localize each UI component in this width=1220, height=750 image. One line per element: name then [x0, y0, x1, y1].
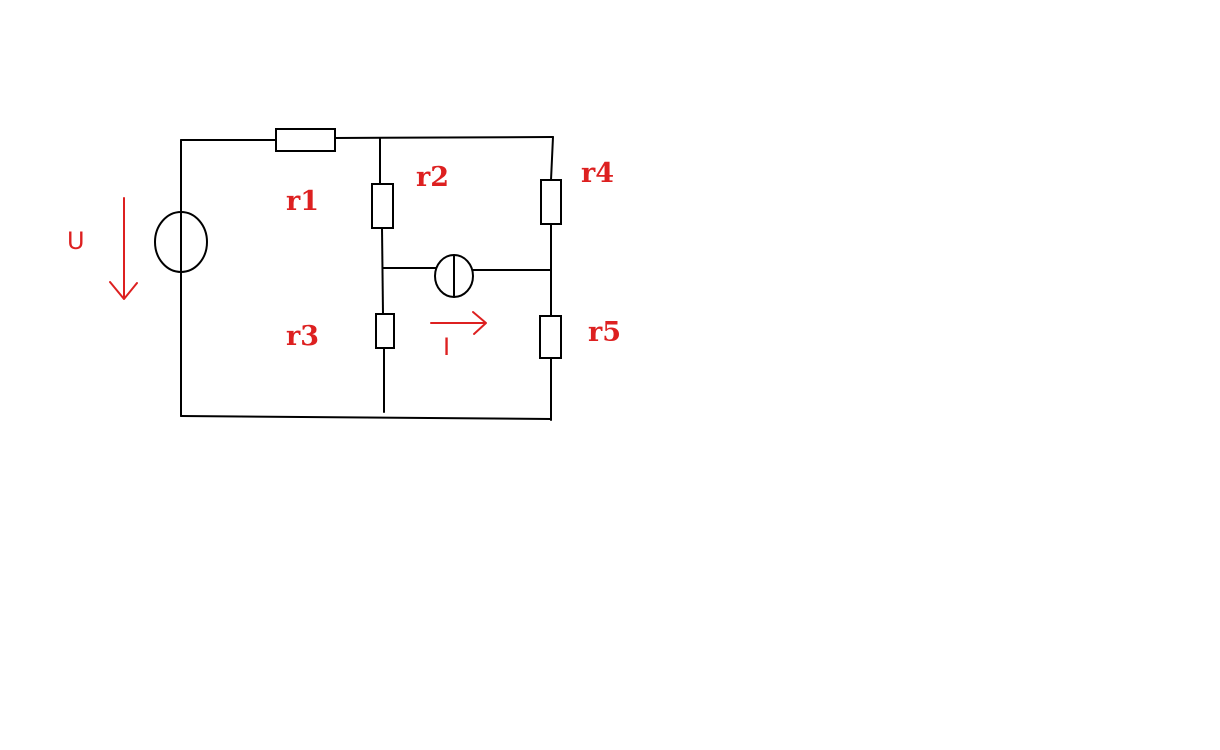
resistor-r1 [275, 128, 336, 152]
label-r2: r2 [416, 162, 449, 193]
voltage-arrow-head [109, 281, 138, 300]
label-r5: r5 [588, 317, 621, 348]
resistor-r5 [539, 315, 562, 359]
current-arrow [430, 311, 487, 335]
resistor-r3 [375, 313, 395, 349]
wire-mid-node [381, 227, 384, 315]
current-arrow-head [472, 311, 487, 335]
label-voltage: U [67, 227, 85, 255]
label-r1: r1 [286, 186, 319, 217]
label-r3: r3 [286, 321, 319, 352]
resistor-r2 [371, 183, 394, 229]
resistor-r4 [540, 179, 562, 225]
label-r4: r4 [581, 158, 614, 189]
voltage-source [154, 211, 208, 273]
label-current: I [443, 333, 450, 361]
wires [180, 136, 554, 421]
current-source [434, 254, 474, 298]
wire-right-top [550, 136, 554, 181]
wire-top-right [334, 136, 554, 139]
wire-bottom [180, 415, 552, 420]
voltage-arrow [109, 197, 138, 300]
